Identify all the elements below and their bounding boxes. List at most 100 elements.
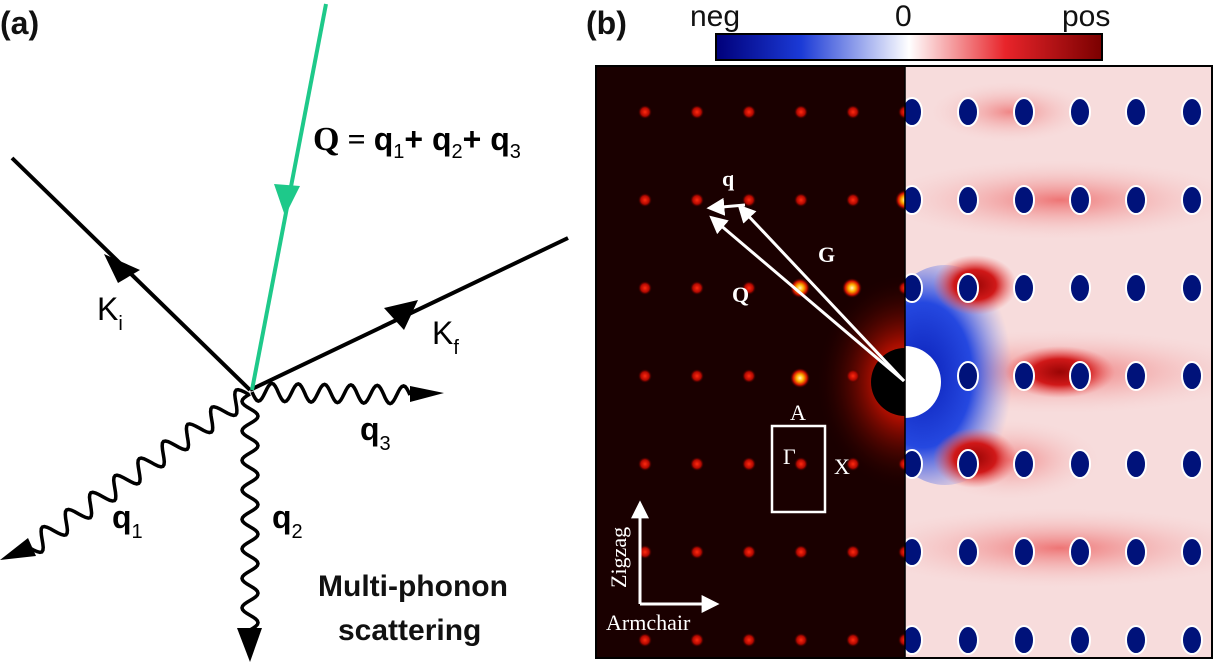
difference-peak xyxy=(957,273,979,303)
beam-stop xyxy=(871,348,905,416)
bragg-peak xyxy=(794,633,808,647)
bragg-peak xyxy=(898,457,905,471)
phonon-q2-arrowhead xyxy=(237,628,262,662)
panel-a: (a) Q = q1+ q2+ q3 Ki Kf q3 q1 q2 Multi-… xyxy=(0,3,569,662)
difference-peak xyxy=(905,97,923,127)
Q-vector-label: Q xyxy=(732,282,749,307)
G-vector-label: G xyxy=(818,242,835,267)
phonon-q3-arrowhead xyxy=(410,386,444,402)
equation-text: Q = q1+ q2+ q3 xyxy=(313,121,521,163)
bragg-peak xyxy=(638,369,652,383)
difference-peak xyxy=(1181,625,1203,655)
difference-peak xyxy=(957,537,979,567)
difference-peak xyxy=(1013,361,1035,391)
difference-peaks xyxy=(905,97,1203,655)
bragg-peak xyxy=(690,633,704,647)
difference-peak xyxy=(1013,97,1035,127)
difference-peak xyxy=(1069,537,1091,567)
difference-peak xyxy=(1125,185,1147,215)
bz-gamma-label: Γ xyxy=(783,444,796,469)
bragg-peak xyxy=(638,193,652,207)
kf-label: Kf xyxy=(432,315,459,359)
difference-peak xyxy=(1069,449,1091,479)
difference-peak xyxy=(905,537,923,567)
bragg-peak xyxy=(638,281,652,295)
bragg-peak xyxy=(898,633,905,647)
difference-peak xyxy=(1069,273,1091,303)
bragg-peak xyxy=(690,457,704,471)
colorbar-pos-label: pos xyxy=(1062,0,1110,33)
brillouin-zone xyxy=(770,424,827,514)
phonon-q3-wave xyxy=(250,381,412,406)
difference-peak xyxy=(1069,625,1091,655)
difference-peak xyxy=(1069,97,1091,127)
bragg-peak xyxy=(846,105,860,119)
phonon-q1-arrowhead xyxy=(0,538,36,560)
phonon-q1-wave xyxy=(29,387,249,555)
bragg-peak xyxy=(638,633,652,647)
diffraction-image xyxy=(596,66,905,658)
difference-peak xyxy=(1013,185,1035,215)
q-vector xyxy=(706,197,746,216)
difference-peak xyxy=(1125,361,1147,391)
bragg-peaks xyxy=(638,105,905,647)
panel-b: (b) neg 0 pos xyxy=(586,0,1213,659)
q2-label: q2 xyxy=(272,499,303,543)
difference-peak xyxy=(905,273,923,303)
difference-peak xyxy=(957,625,979,655)
bragg-peak xyxy=(690,105,704,119)
caption-line1: Multi-phonon xyxy=(318,570,508,603)
difference-peak xyxy=(1013,537,1035,567)
zigzag-label: Zigzag xyxy=(606,527,631,588)
bz-A-label: A xyxy=(790,400,806,425)
bragg-peak xyxy=(742,457,756,471)
G-vector xyxy=(737,204,906,383)
difference-peak xyxy=(1125,537,1147,567)
bragg-peak xyxy=(638,457,652,471)
kf-arrowhead xyxy=(384,300,418,330)
bragg-peak xyxy=(794,545,808,559)
q1-label: q1 xyxy=(112,499,143,543)
q3-label: q3 xyxy=(360,411,391,455)
bragg-peak xyxy=(742,369,756,383)
bragg-peak xyxy=(898,545,905,559)
difference-peak xyxy=(957,449,979,479)
bragg-peak xyxy=(742,633,756,647)
bragg-peak xyxy=(690,369,704,383)
difference-peak xyxy=(905,625,923,655)
bragg-peak xyxy=(742,105,756,119)
armchair-label: Armchair xyxy=(606,610,691,635)
difference-peak xyxy=(957,97,979,127)
bragg-peak xyxy=(846,193,860,207)
difference-peak xyxy=(1125,625,1147,655)
difference-peak xyxy=(1125,449,1147,479)
bragg-peak xyxy=(794,105,808,119)
bragg-peak xyxy=(846,633,860,647)
difference-peak xyxy=(1181,185,1203,215)
bragg-peak xyxy=(742,193,756,207)
bragg-peak xyxy=(898,105,905,119)
bragg-peak xyxy=(638,105,652,119)
bz-X-label: X xyxy=(834,454,850,479)
bragg-peak xyxy=(794,193,808,207)
bright-bragg-peak xyxy=(790,278,810,298)
difference-peak xyxy=(1181,273,1203,303)
ki-label: Ki xyxy=(97,291,123,335)
phonon-q2-wave xyxy=(240,392,260,632)
ki-arrowhead xyxy=(104,254,140,283)
difference-peak xyxy=(1013,273,1035,303)
bright-bragg-peak xyxy=(895,190,905,210)
momentum-transfer-arrowhead xyxy=(274,184,300,216)
difference-peak xyxy=(1181,97,1203,127)
difference-peak xyxy=(1069,185,1091,215)
colorbar-zero-label: 0 xyxy=(895,0,912,33)
bragg-peak xyxy=(898,281,905,295)
bragg-peak xyxy=(846,457,860,471)
bragg-peak xyxy=(794,457,808,471)
bragg-peak xyxy=(690,193,704,207)
panel-a-label: (a) xyxy=(0,5,39,41)
Q-vector xyxy=(709,215,905,383)
bright-bragg-peak xyxy=(842,278,862,298)
bragg-peak xyxy=(742,545,756,559)
